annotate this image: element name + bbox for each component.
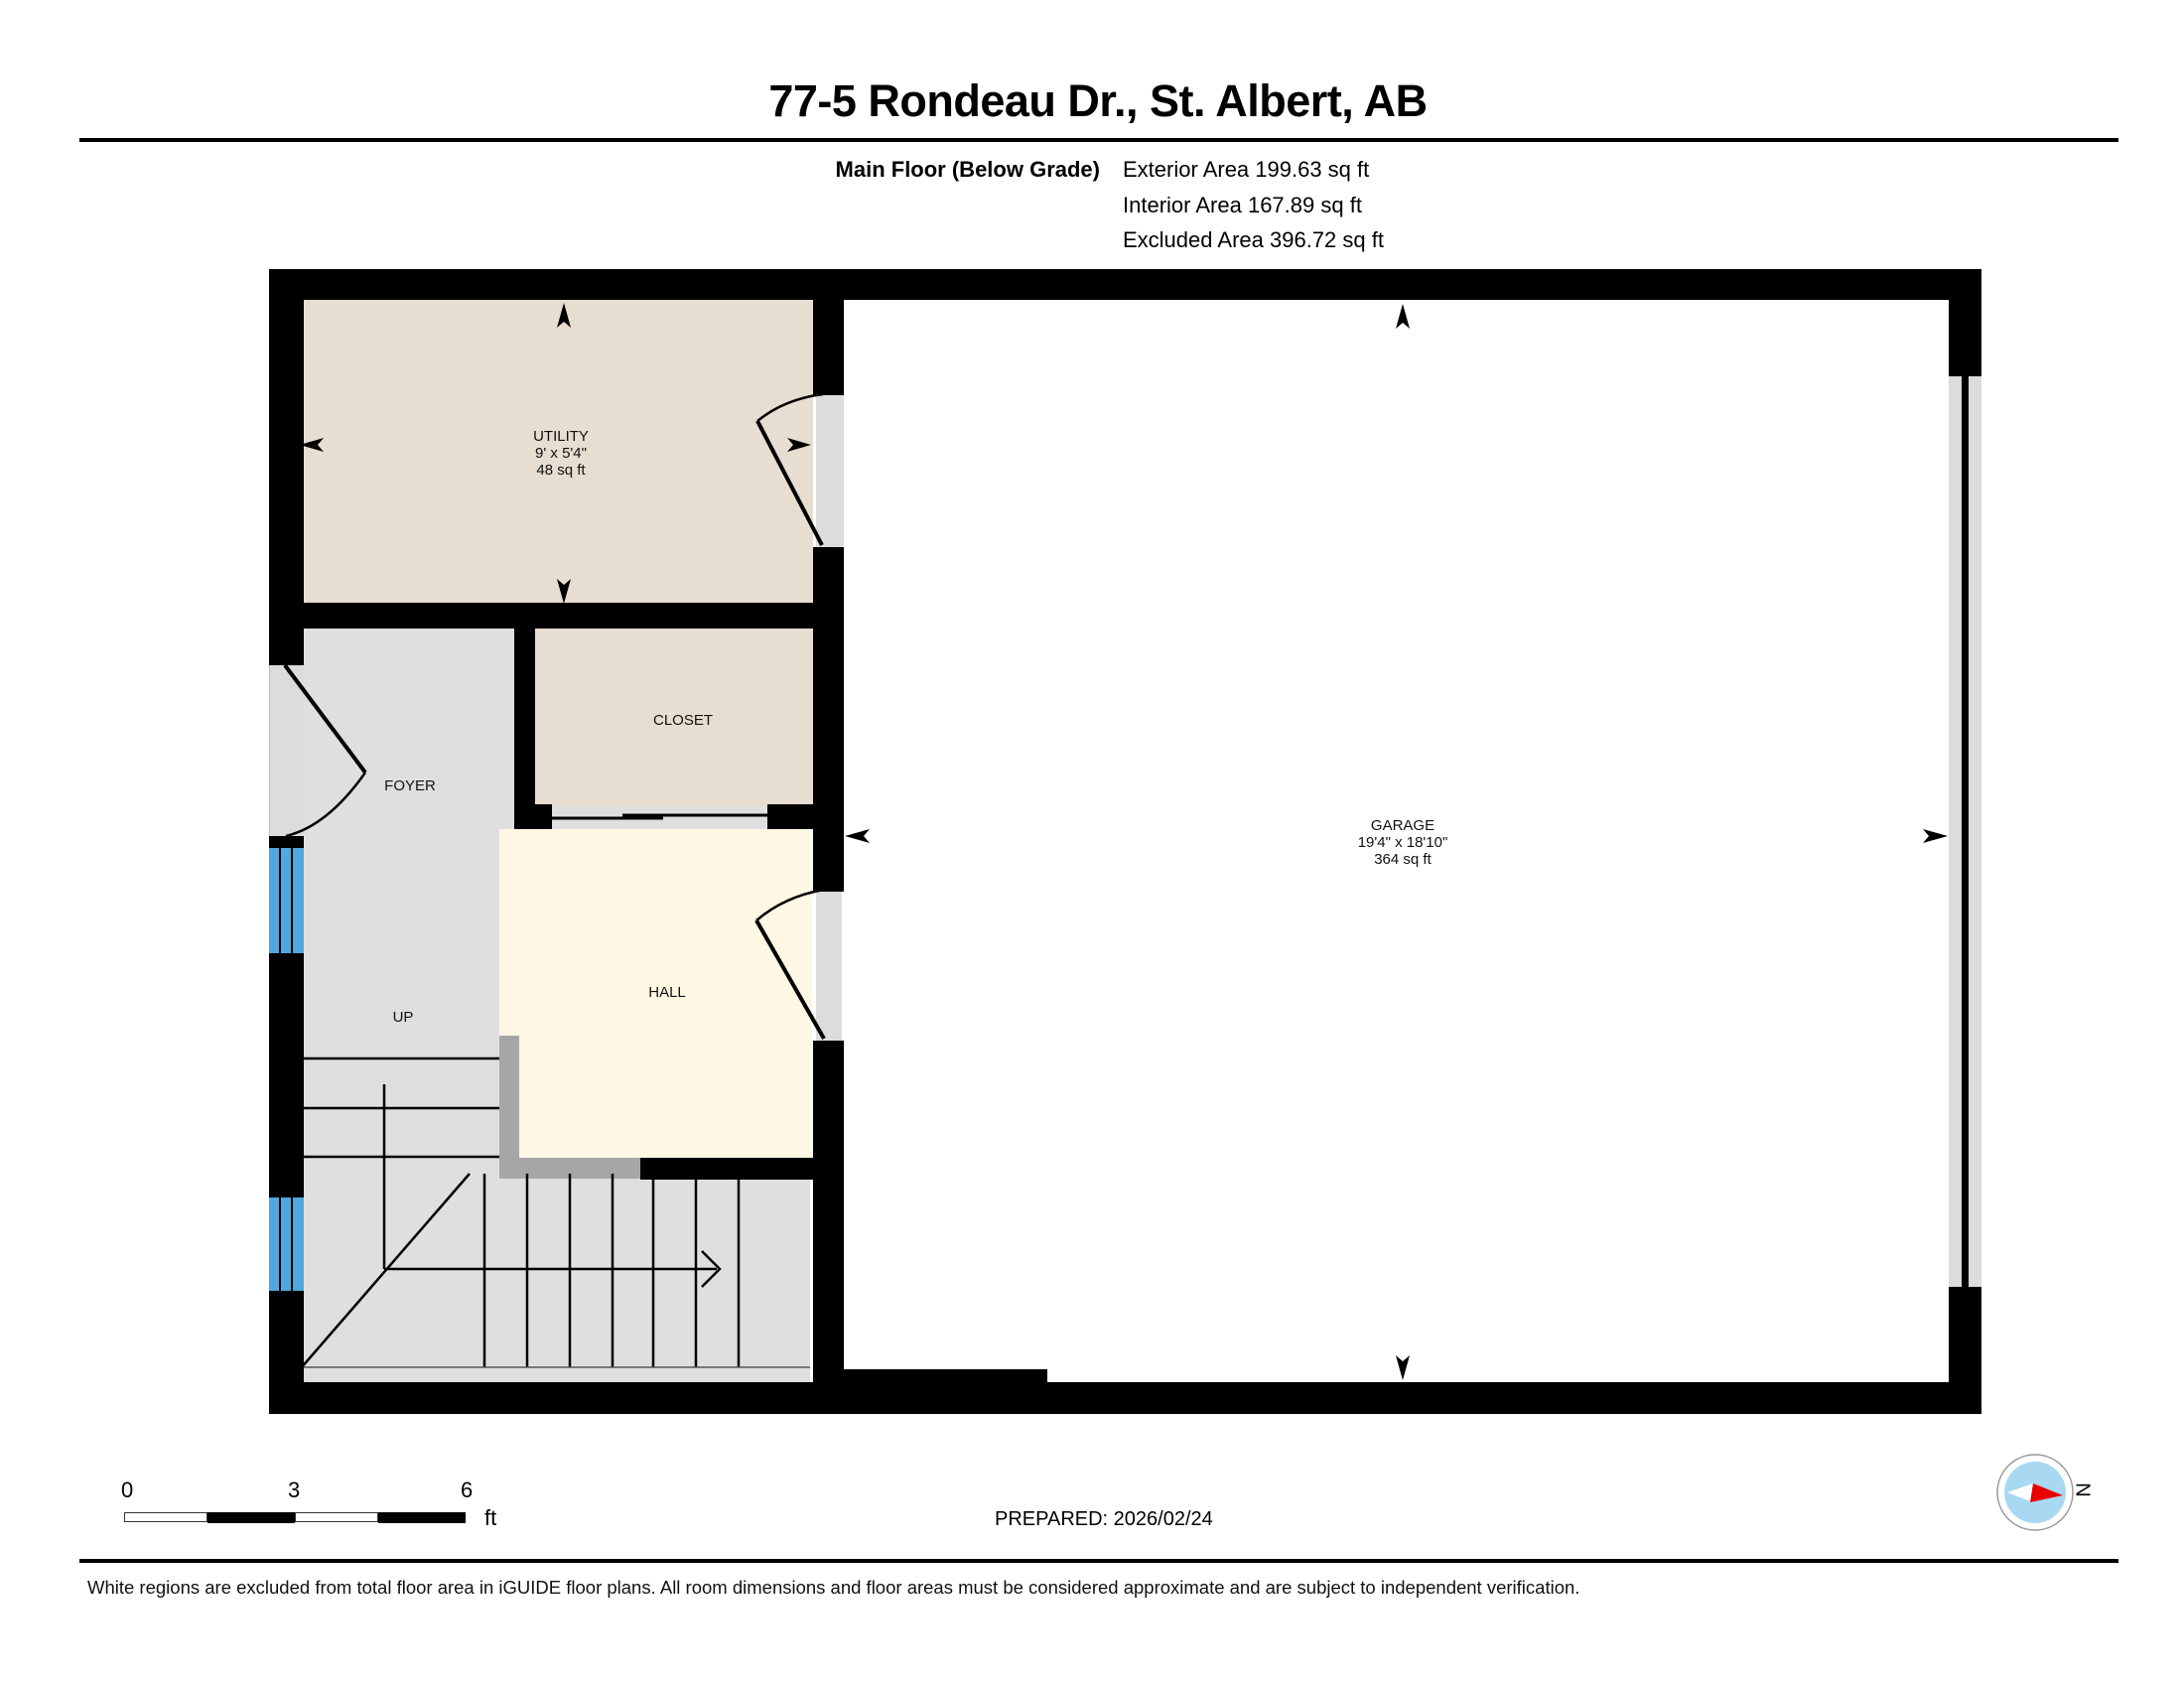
bottom-divider	[79, 1559, 2118, 1563]
excluded-area: Excluded Area 396.72 sq ft	[1123, 227, 1384, 252]
front-door-opening	[269, 665, 304, 836]
prepared-date: PREPARED: 2026/02/24	[995, 1508, 1213, 1530]
wall-foyer-closet	[514, 603, 535, 829]
room-closet	[534, 628, 818, 806]
floor-name: Main Floor (Below Grade)	[835, 157, 1100, 182]
wall-hall-garage	[813, 1041, 844, 1414]
wall-utility-garage-b	[813, 547, 844, 892]
garage-door	[1962, 376, 1969, 1287]
hall-label: HALL	[648, 984, 686, 1001]
room-hall	[499, 829, 812, 1158]
closet-label: CLOSET	[652, 712, 713, 729]
room-garage	[844, 301, 1948, 1381]
scale-unit: ft	[484, 1505, 497, 1530]
wall-utility-bottom	[269, 603, 843, 629]
scale-tick-6: 6	[461, 1477, 474, 1502]
wall-left-upper	[269, 269, 304, 665]
compass: N	[1995, 1453, 2094, 1532]
wall-left-segment	[269, 836, 304, 848]
wall-hall-bottom	[640, 1158, 844, 1180]
utility-name: UTILITY	[533, 428, 589, 445]
wall-right-upper	[1949, 269, 1981, 376]
stair-railing-horizontal	[499, 1158, 640, 1179]
scale-bar: 0 3 6 ft	[119, 1477, 516, 1547]
top-divider	[79, 138, 2118, 142]
wall-closet-door-right	[767, 804, 817, 829]
wall-right-lower	[1949, 1287, 1981, 1414]
exterior-area: Exterior Area 199.63 sq ft	[1123, 157, 1370, 182]
utility-dimensions: 9' x 5'4"	[535, 445, 587, 462]
stairs-up-label: UP	[392, 1009, 414, 1026]
scale-tick-0: 0	[121, 1477, 134, 1502]
interior-area: Interior Area 167.89 sq ft	[1123, 193, 1362, 217]
hall-door-opening	[816, 892, 842, 1041]
wall-left-middle	[269, 953, 304, 1197]
stair-railing-vertical	[499, 1036, 519, 1178]
wall-closet-door-left	[514, 804, 552, 829]
wall-top	[269, 269, 1981, 300]
garage-dimensions: 19'4" x 18'10"	[1357, 834, 1448, 851]
disclaimer: White regions are excluded from total fl…	[87, 1577, 1580, 1598]
utility-label: UTILITY 9' x 5'4" 48 sq ft	[462, 428, 660, 479]
wall-utility-garage-a	[813, 269, 844, 395]
utility-area: 48 sq ft	[536, 462, 586, 479]
wall-bottom	[269, 1382, 1981, 1414]
garage-area: 364 sq ft	[1374, 851, 1432, 868]
compass-north-label: N	[2071, 1482, 2094, 1497]
scale-tick-3: 3	[288, 1477, 301, 1502]
foyer-label: FOYER	[384, 777, 436, 794]
compass-icon	[1996, 1454, 2074, 1531]
wall-bottom-step	[839, 1369, 1047, 1383]
room-stairs-lower	[304, 1172, 810, 1404]
page-title: 77-5 Rondeau Dr., St. Albert, AB	[768, 75, 1428, 126]
room-utility	[299, 300, 813, 604]
utility-door-opening	[816, 395, 844, 547]
window-left-upper	[269, 848, 304, 953]
window-left-lower	[269, 1197, 304, 1291]
garage-label: GARAGE 19'4" x 18'10" 364 sq ft	[1303, 817, 1502, 868]
wall-left-lower	[269, 1291, 304, 1414]
garage-name: GARAGE	[1370, 817, 1435, 834]
